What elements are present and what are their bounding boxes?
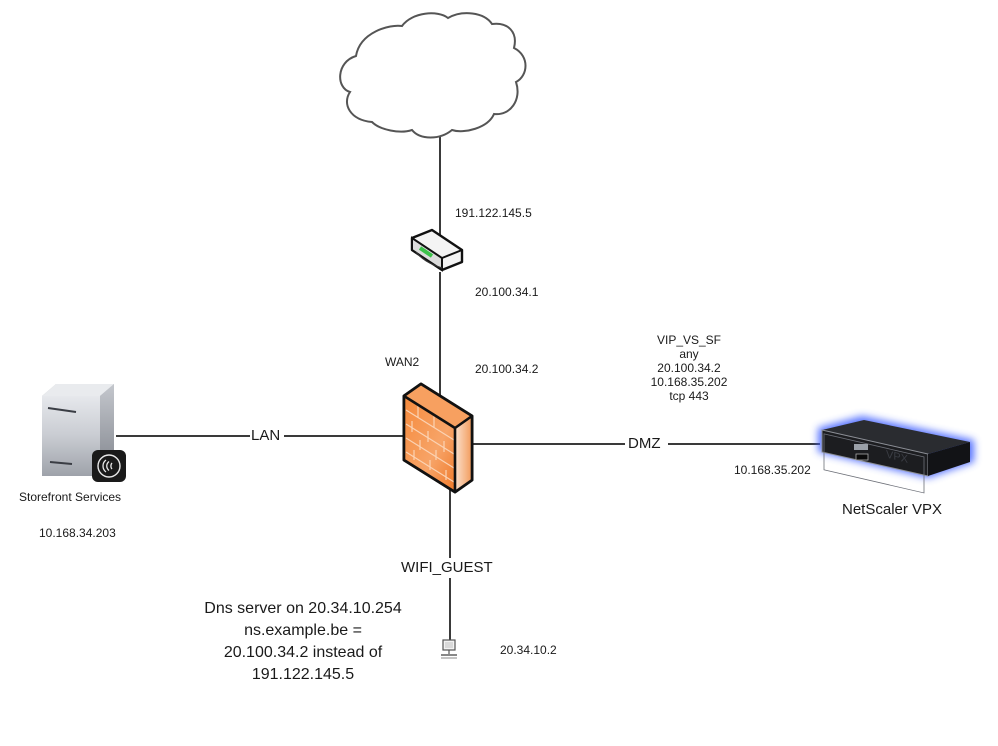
appliance-logo-text: VPX — [886, 449, 909, 466]
links — [116, 137, 820, 642]
dns-note-line: 20.100.34.2 instead of — [223, 644, 383, 661]
dns-note: Dns server on 20.34.10.254 ns.example.be… — [190, 598, 416, 686]
router-lan-ip: 20.100.34.1 — [475, 285, 539, 299]
dns-note-line: Dns server on 20.34.10.254 — [204, 600, 402, 617]
router-wan-ip: 191.122.145.5 — [455, 206, 532, 220]
storefront-ip: 10.168.34.203 — [39, 526, 116, 540]
vip-rule-line: 10.168.35.202 — [650, 375, 728, 389]
netscaler-appliance-icon: VPX — [818, 416, 974, 494]
firewall-wan-label: WAN2 — [385, 355, 420, 369]
storefront-name: Storefront Services — [19, 490, 122, 504]
vip-rule-line: 20.100.34.2 — [657, 361, 721, 375]
link-label-dmz: DMZ — [628, 435, 661, 452]
link-label-wifi-guest: WIFI_GUEST — [401, 559, 493, 576]
firewall-wan-ip: 20.100.34.2 — [475, 362, 539, 376]
citrix-receiver-icon — [92, 450, 126, 482]
workstation-icon — [441, 639, 457, 659]
vip-rule-block: VIP_VS_SF any 20.100.34.2 10.168.35.202 … — [633, 333, 745, 403]
router-icon — [410, 228, 464, 272]
vip-rule-line: VIP_VS_SF — [656, 333, 722, 347]
netscaler-ip: 10.168.35.202 — [734, 463, 811, 477]
netscaler-name: NetScaler VPX — [842, 501, 943, 518]
link-label-lan: LAN — [251, 427, 281, 444]
vip-rule-line: any — [679, 347, 699, 361]
dns-note-line: ns.example.be = — [244, 622, 362, 639]
client-ip: 20.34.10.2 — [500, 643, 557, 657]
vip-rule-line: tcp 443 — [669, 389, 709, 403]
cloud-icon — [339, 12, 527, 139]
firewall-icon — [402, 382, 474, 494]
dns-note-line: 191.122.145.5 — [251, 666, 355, 683]
